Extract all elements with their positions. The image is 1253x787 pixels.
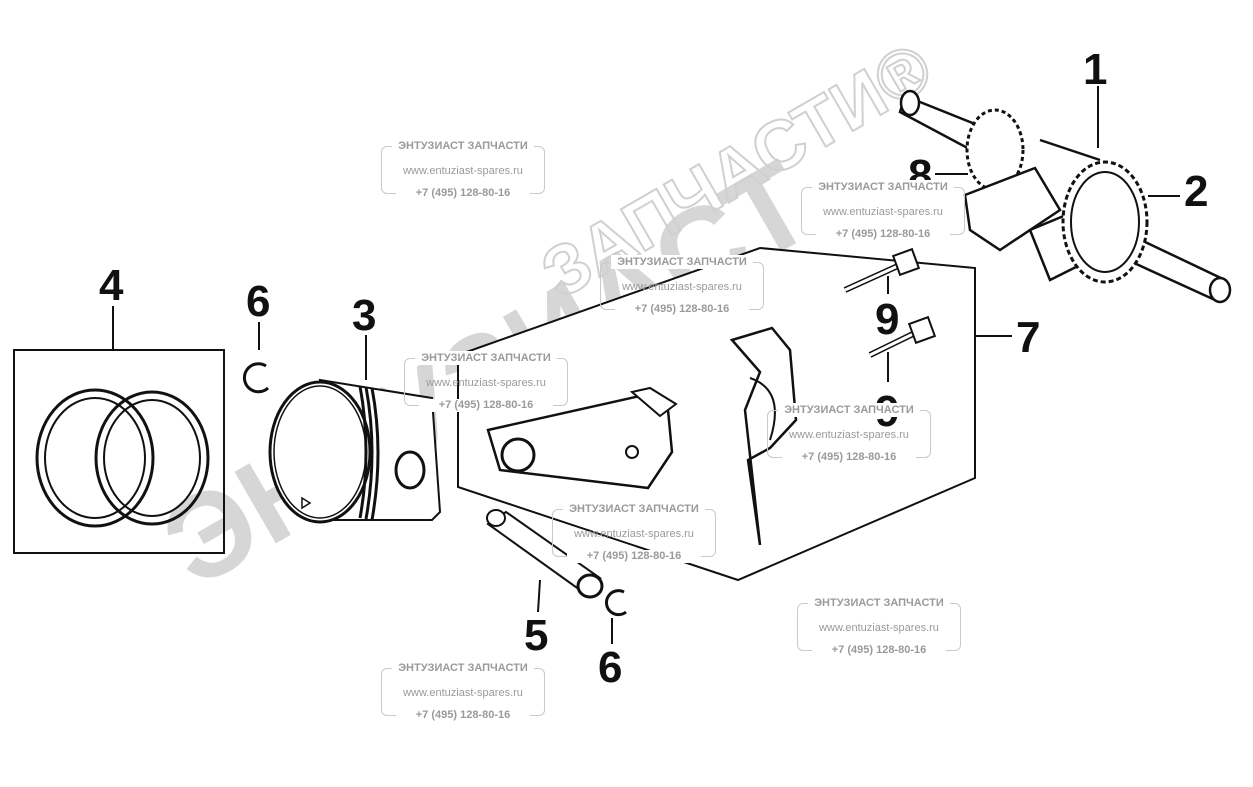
bolt-upper [843, 247, 921, 293]
circlip-right [605, 589, 627, 644]
leader-5 [537, 579, 541, 613]
callout-2: 2 [1184, 167, 1208, 216]
callout-5: 5 [524, 611, 548, 660]
connecting-rod-assembly [457, 246, 1012, 582]
watermark-stamp: ЭНТУЗИАСТ ЗАПЧАСТИ www.entuziast-spares.… [552, 502, 716, 563]
callout-1: 1 [1083, 45, 1107, 94]
ring-outer-1 [35, 388, 155, 528]
callout-9-upper: 9 [875, 295, 899, 344]
piston-rings-group [13, 306, 225, 554]
ring-outer-2 [94, 390, 210, 526]
callout-6-right: 6 [598, 643, 622, 692]
callout-4: 4 [99, 261, 124, 310]
ring-inner-1 [44, 397, 146, 519]
watermark-stamp: ЭНТУЗИАСТ ЗАПЧАСТИ www.entuziast-spares.… [801, 180, 965, 241]
ring-inner-2 [103, 399, 201, 517]
watermark-stamp: ЭНТУЗИАСТ ЗАПЧАСТИ www.entuziast-spares.… [600, 255, 764, 316]
callout-3: 3 [352, 291, 376, 340]
watermark-stamp: ЭНТУЗИАСТ ЗАПЧАСТИ www.entuziast-spares.… [404, 351, 568, 412]
piston [268, 335, 442, 524]
callout-6-left: 6 [246, 277, 270, 326]
piston-rings-frame [13, 349, 225, 554]
bolt-lower [868, 315, 937, 358]
callout-labels: 1 2 3 4 5 6 6 7 8 9 9 [99, 45, 1208, 692]
watermark-stamp: ЭНТУЗИАСТ ЗАПЧАСТИ www.entuziast-spares.… [381, 661, 545, 722]
piston-pin [486, 509, 604, 613]
circlip-left [242, 322, 270, 394]
watermark-stamp: ЭНТУЗИАСТ ЗАПЧАСТИ www.entuziast-spares.… [381, 139, 545, 200]
watermark-stamp: ЭНТУЗИАСТ ЗАПЧАСТИ www.entuziast-spares.… [797, 596, 961, 657]
callout-7: 7 [1016, 313, 1040, 362]
crankshaft [898, 86, 1232, 304]
watermark-stamp: ЭНТУЗИАСТ ЗАПЧАСТИ www.entuziast-spares.… [767, 403, 931, 464]
